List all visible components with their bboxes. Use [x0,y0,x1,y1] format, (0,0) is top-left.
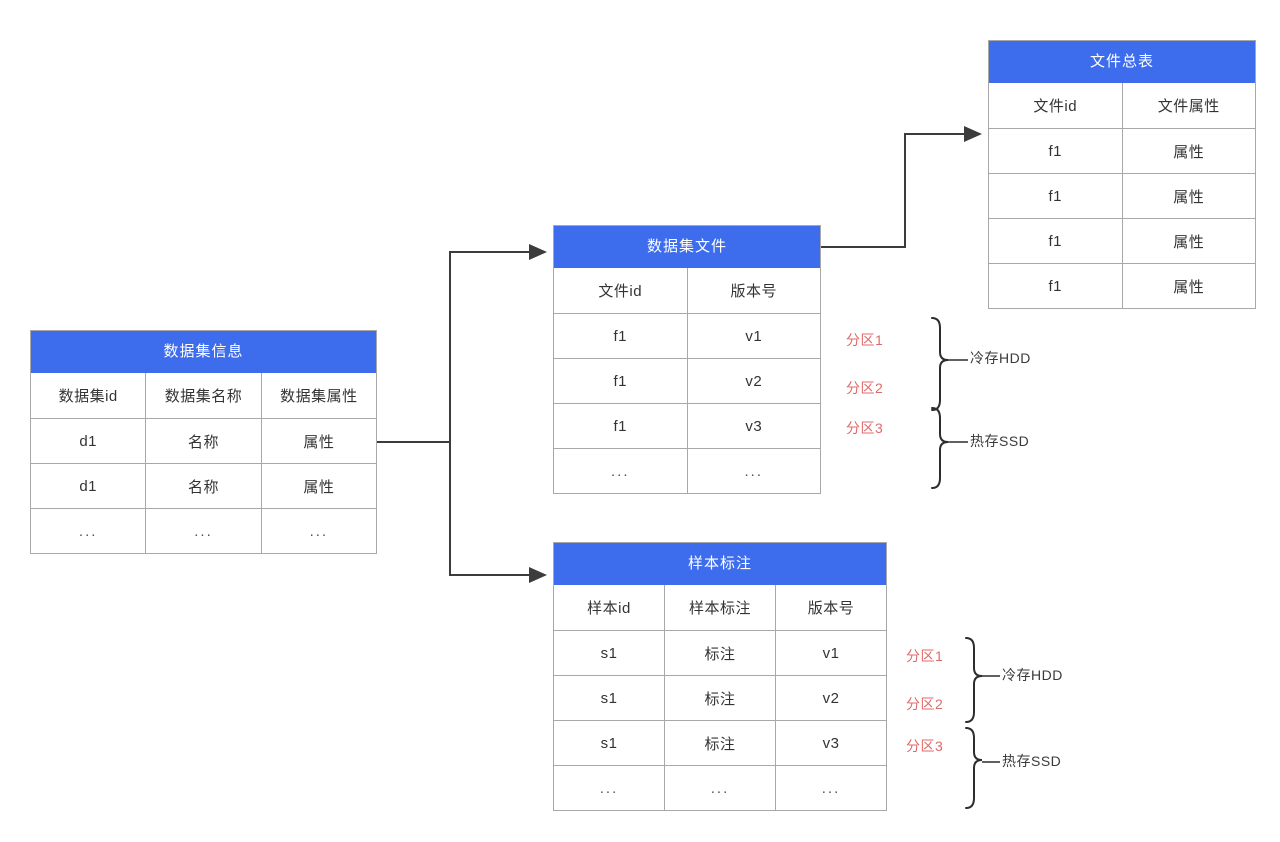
table-dataset-info-header-row: 数据集id 数据集名称 数据集属性 [31,373,376,418]
column-header: 文件属性 [1121,83,1256,128]
table-cell: 名称 [145,464,260,508]
table-cell: 属性 [1121,129,1256,173]
table-cell: v2 [775,676,886,720]
column-header: 数据集名称 [145,373,260,418]
table-row: ... ... ... [31,508,376,553]
table-cell: 标注 [664,676,775,720]
table-row: s1 标注 v3 [554,720,886,765]
table-cell: v3 [775,721,886,765]
column-header: 文件id [1033,98,1078,115]
table-cell: d1 [79,432,97,450]
table-row: f1 v3 [554,403,820,448]
edge-datasetinfo-to-samplelabel [449,442,547,583]
table-cell: f1 [613,327,627,345]
table-file-master: 文件总表 文件id 文件属性 f1 属性 f1 属性 f1 属性 f1 属性 [988,40,1256,309]
column-header: 数据集属性 [260,373,376,418]
table-cell: 名称 [145,419,260,463]
table-cell: f1 [613,372,627,390]
column-header: 文件id [598,283,643,300]
table-sample-label: 样本标注 样本id 样本标注 版本号 s1 标注 v1 s1 标注 v2 s1 … [553,542,887,811]
tier-label-samplelabel-cold: 冷存HDD [1002,667,1063,683]
partition-label-samplelabel-1: 分区1 [906,648,944,664]
table-dataset-file-header-row: 文件id 版本号 [554,268,820,313]
table-row: f1 属性 [989,218,1255,263]
table-row: f1 属性 [989,173,1255,218]
table-dataset-info: 数据集信息 数据集id 数据集名称 数据集属性 d1 名称 属性 d1 名称 属… [30,330,377,554]
table-dataset-info-title: 数据集信息 [31,331,376,373]
table-row: f1 v1 [554,313,820,358]
table-cell: 标注 [664,721,775,765]
table-cell: ... [686,449,821,493]
table-sample-label-title: 样本标注 [554,543,886,585]
table-dataset-file-title: 数据集文件 [554,226,820,268]
column-header: 样本标注 [664,585,775,630]
brace-samplelabel-cold [965,637,983,723]
table-cell: v1 [775,631,886,675]
partition-label-samplelabel-2: 分区2 [906,696,944,712]
table-cell: ... [599,779,619,797]
table-row: s1 标注 v2 [554,675,886,720]
table-cell: 属性 [260,419,376,463]
table-cell: 属性 [260,464,376,508]
column-header: 数据集id [58,388,118,405]
table-cell: v1 [686,314,821,358]
table-row: s1 标注 v1 [554,630,886,675]
table-row: f1 属性 [989,263,1255,308]
table-cell: ... [260,509,376,553]
table-cell: ... [610,462,630,480]
tier-label-datasetfile-cold: 冷存HDD [970,350,1031,366]
table-cell: 属性 [1121,219,1256,263]
table-cell: ... [775,766,886,810]
table-cell: ... [145,509,260,553]
edge-datasetfile-to-filemaster [821,126,982,248]
brace-datasetfile-cold [931,317,949,411]
table-cell: d1 [79,477,97,495]
table-dataset-file: 数据集文件 文件id 版本号 f1 v1 f1 v2 f1 v3 ... ... [553,225,821,494]
brace-datasetfile-hot [931,407,949,489]
table-cell: f1 [613,417,627,435]
table-cell: ... [78,522,98,540]
tier-label-datasetfile-hot: 热存SSD [970,433,1030,449]
table-cell: 属性 [1121,264,1256,308]
table-row: f1 属性 [989,128,1255,173]
table-cell: v3 [686,404,821,448]
table-cell: s1 [600,644,618,662]
partition-label-samplelabel-3: 分区3 [906,738,944,754]
table-row: ... ... ... [554,765,886,810]
table-cell: s1 [600,734,618,752]
table-file-master-title: 文件总表 [989,41,1255,83]
table-cell: f1 [1048,187,1062,205]
table-file-master-header-row: 文件id 文件属性 [989,83,1255,128]
partition-label-datasetfile-2: 分区2 [846,380,884,396]
table-cell: v2 [686,359,821,403]
table-row: f1 v2 [554,358,820,403]
table-row: d1 名称 属性 [31,418,376,463]
table-cell: f1 [1048,142,1062,160]
table-cell: 标注 [664,631,775,675]
table-cell: ... [664,766,775,810]
column-header: 版本号 [686,268,821,313]
table-cell: 属性 [1121,174,1256,218]
edge-datasetinfo-to-datasetfile [449,244,547,442]
brace-samplelabel-hot [965,727,983,809]
table-cell: f1 [1048,232,1062,250]
table-sample-label-header-row: 样本id 样本标注 版本号 [554,585,886,630]
column-header: 版本号 [775,585,886,630]
table-row: ... ... [554,448,820,493]
partition-label-datasetfile-3: 分区3 [846,420,884,436]
table-row: d1 名称 属性 [31,463,376,508]
partition-label-datasetfile-1: 分区1 [846,332,884,348]
table-cell: f1 [1048,277,1062,295]
tier-label-samplelabel-hot: 热存SSD [1002,753,1062,769]
column-header: 样本id [587,600,631,617]
table-cell: s1 [600,689,618,707]
